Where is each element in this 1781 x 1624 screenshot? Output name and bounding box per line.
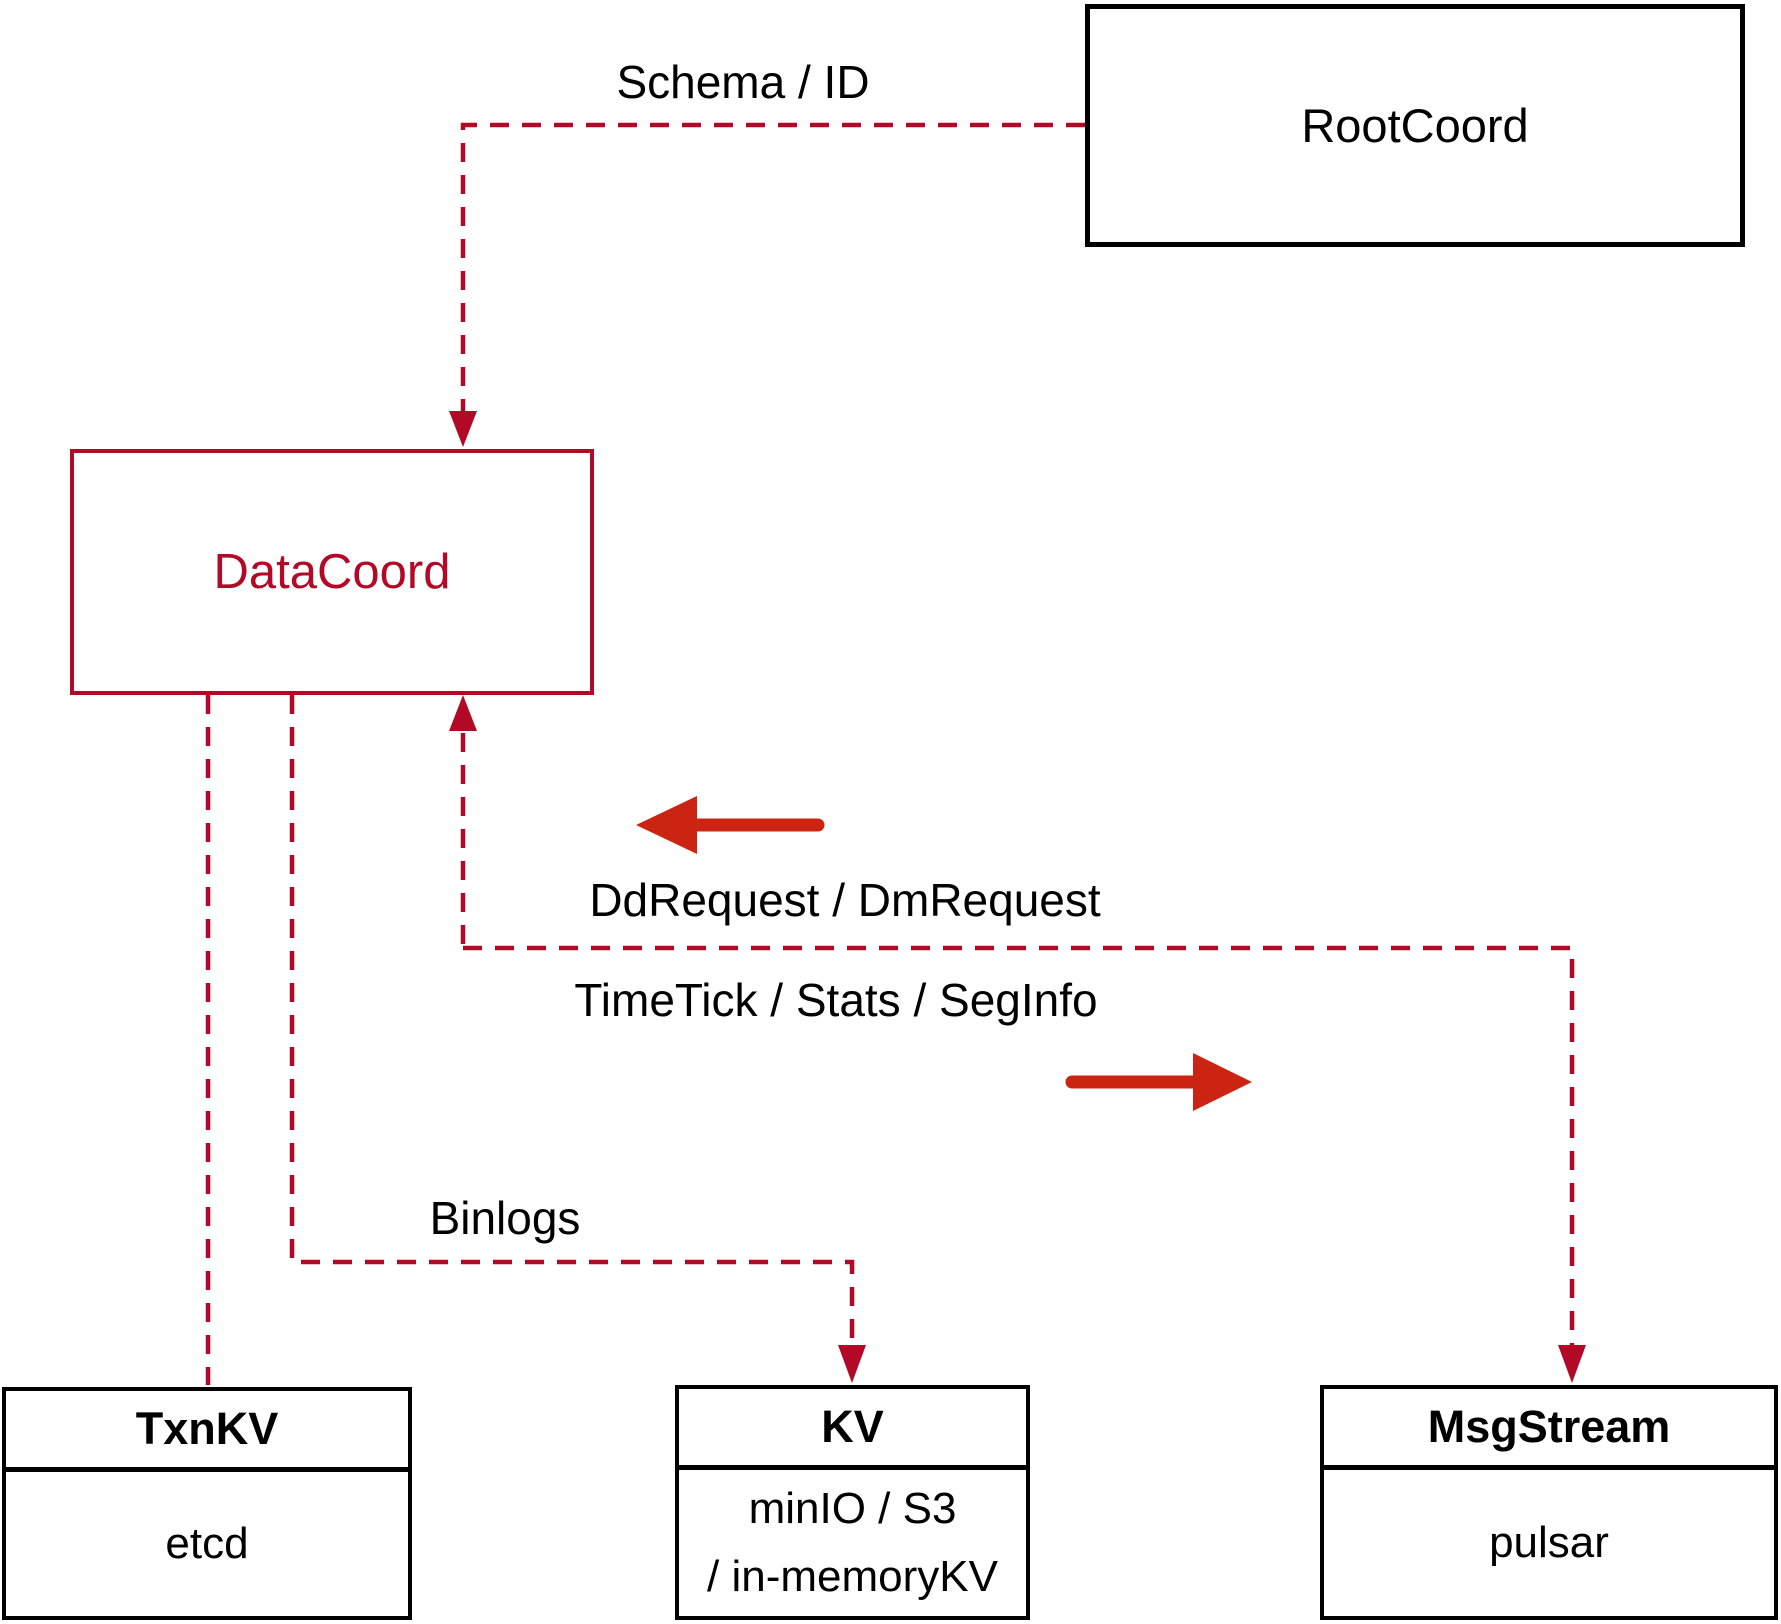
binlogs-connector <box>289 695 855 1367</box>
kv-body-line1: minIO / S3 <box>748 1483 957 1533</box>
rootcoord-label: RootCoord <box>1301 99 1529 152</box>
msgstream-body: pulsar <box>1489 1517 1609 1567</box>
schema-id-connector <box>460 122 1085 437</box>
binlogs-edge-label: Binlogs <box>429 1192 581 1244</box>
arrowhead-into-kv-icon <box>838 1345 866 1383</box>
schema-id-edge-label: Schema / ID <box>616 56 870 108</box>
right-direction-arrow-icon <box>1065 1053 1252 1111</box>
kv-body-line2: / in-memoryKV <box>707 1552 998 1601</box>
kv-title: KV <box>679 1389 1026 1470</box>
rootcoord-node: RootCoord <box>1085 4 1745 247</box>
datacoord-label: DataCoord <box>213 545 451 599</box>
datacoord-node: DataCoord <box>70 449 594 695</box>
ddrequest-msgstream-connector <box>463 945 1575 1367</box>
arrowhead-into-datacoord-bottom-icon <box>449 695 477 731</box>
msgstream-node: MsgStream pulsar <box>1320 1385 1778 1620</box>
left-direction-arrow-icon <box>636 796 825 854</box>
txnkv-title: TxnKV <box>6 1391 408 1472</box>
kv-body: minIO / S3 / in-memoryKV <box>679 1470 1026 1616</box>
txnkv-node: TxnKV etcd <box>2 1387 412 1620</box>
ddrequest-edge-label: DdRequest / DmRequest <box>589 874 1101 926</box>
kv-node: KV minIO / S3 / in-memoryKV <box>675 1385 1030 1620</box>
txnkv-body: etcd <box>165 1518 249 1568</box>
arrowhead-into-msgstream-icon <box>1558 1345 1586 1383</box>
arrowhead-into-datacoord-top-icon <box>449 411 477 447</box>
msgstream-title: MsgStream <box>1324 1389 1774 1470</box>
timetick-edge-label: TimeTick / Stats / SegInfo <box>574 974 1098 1026</box>
